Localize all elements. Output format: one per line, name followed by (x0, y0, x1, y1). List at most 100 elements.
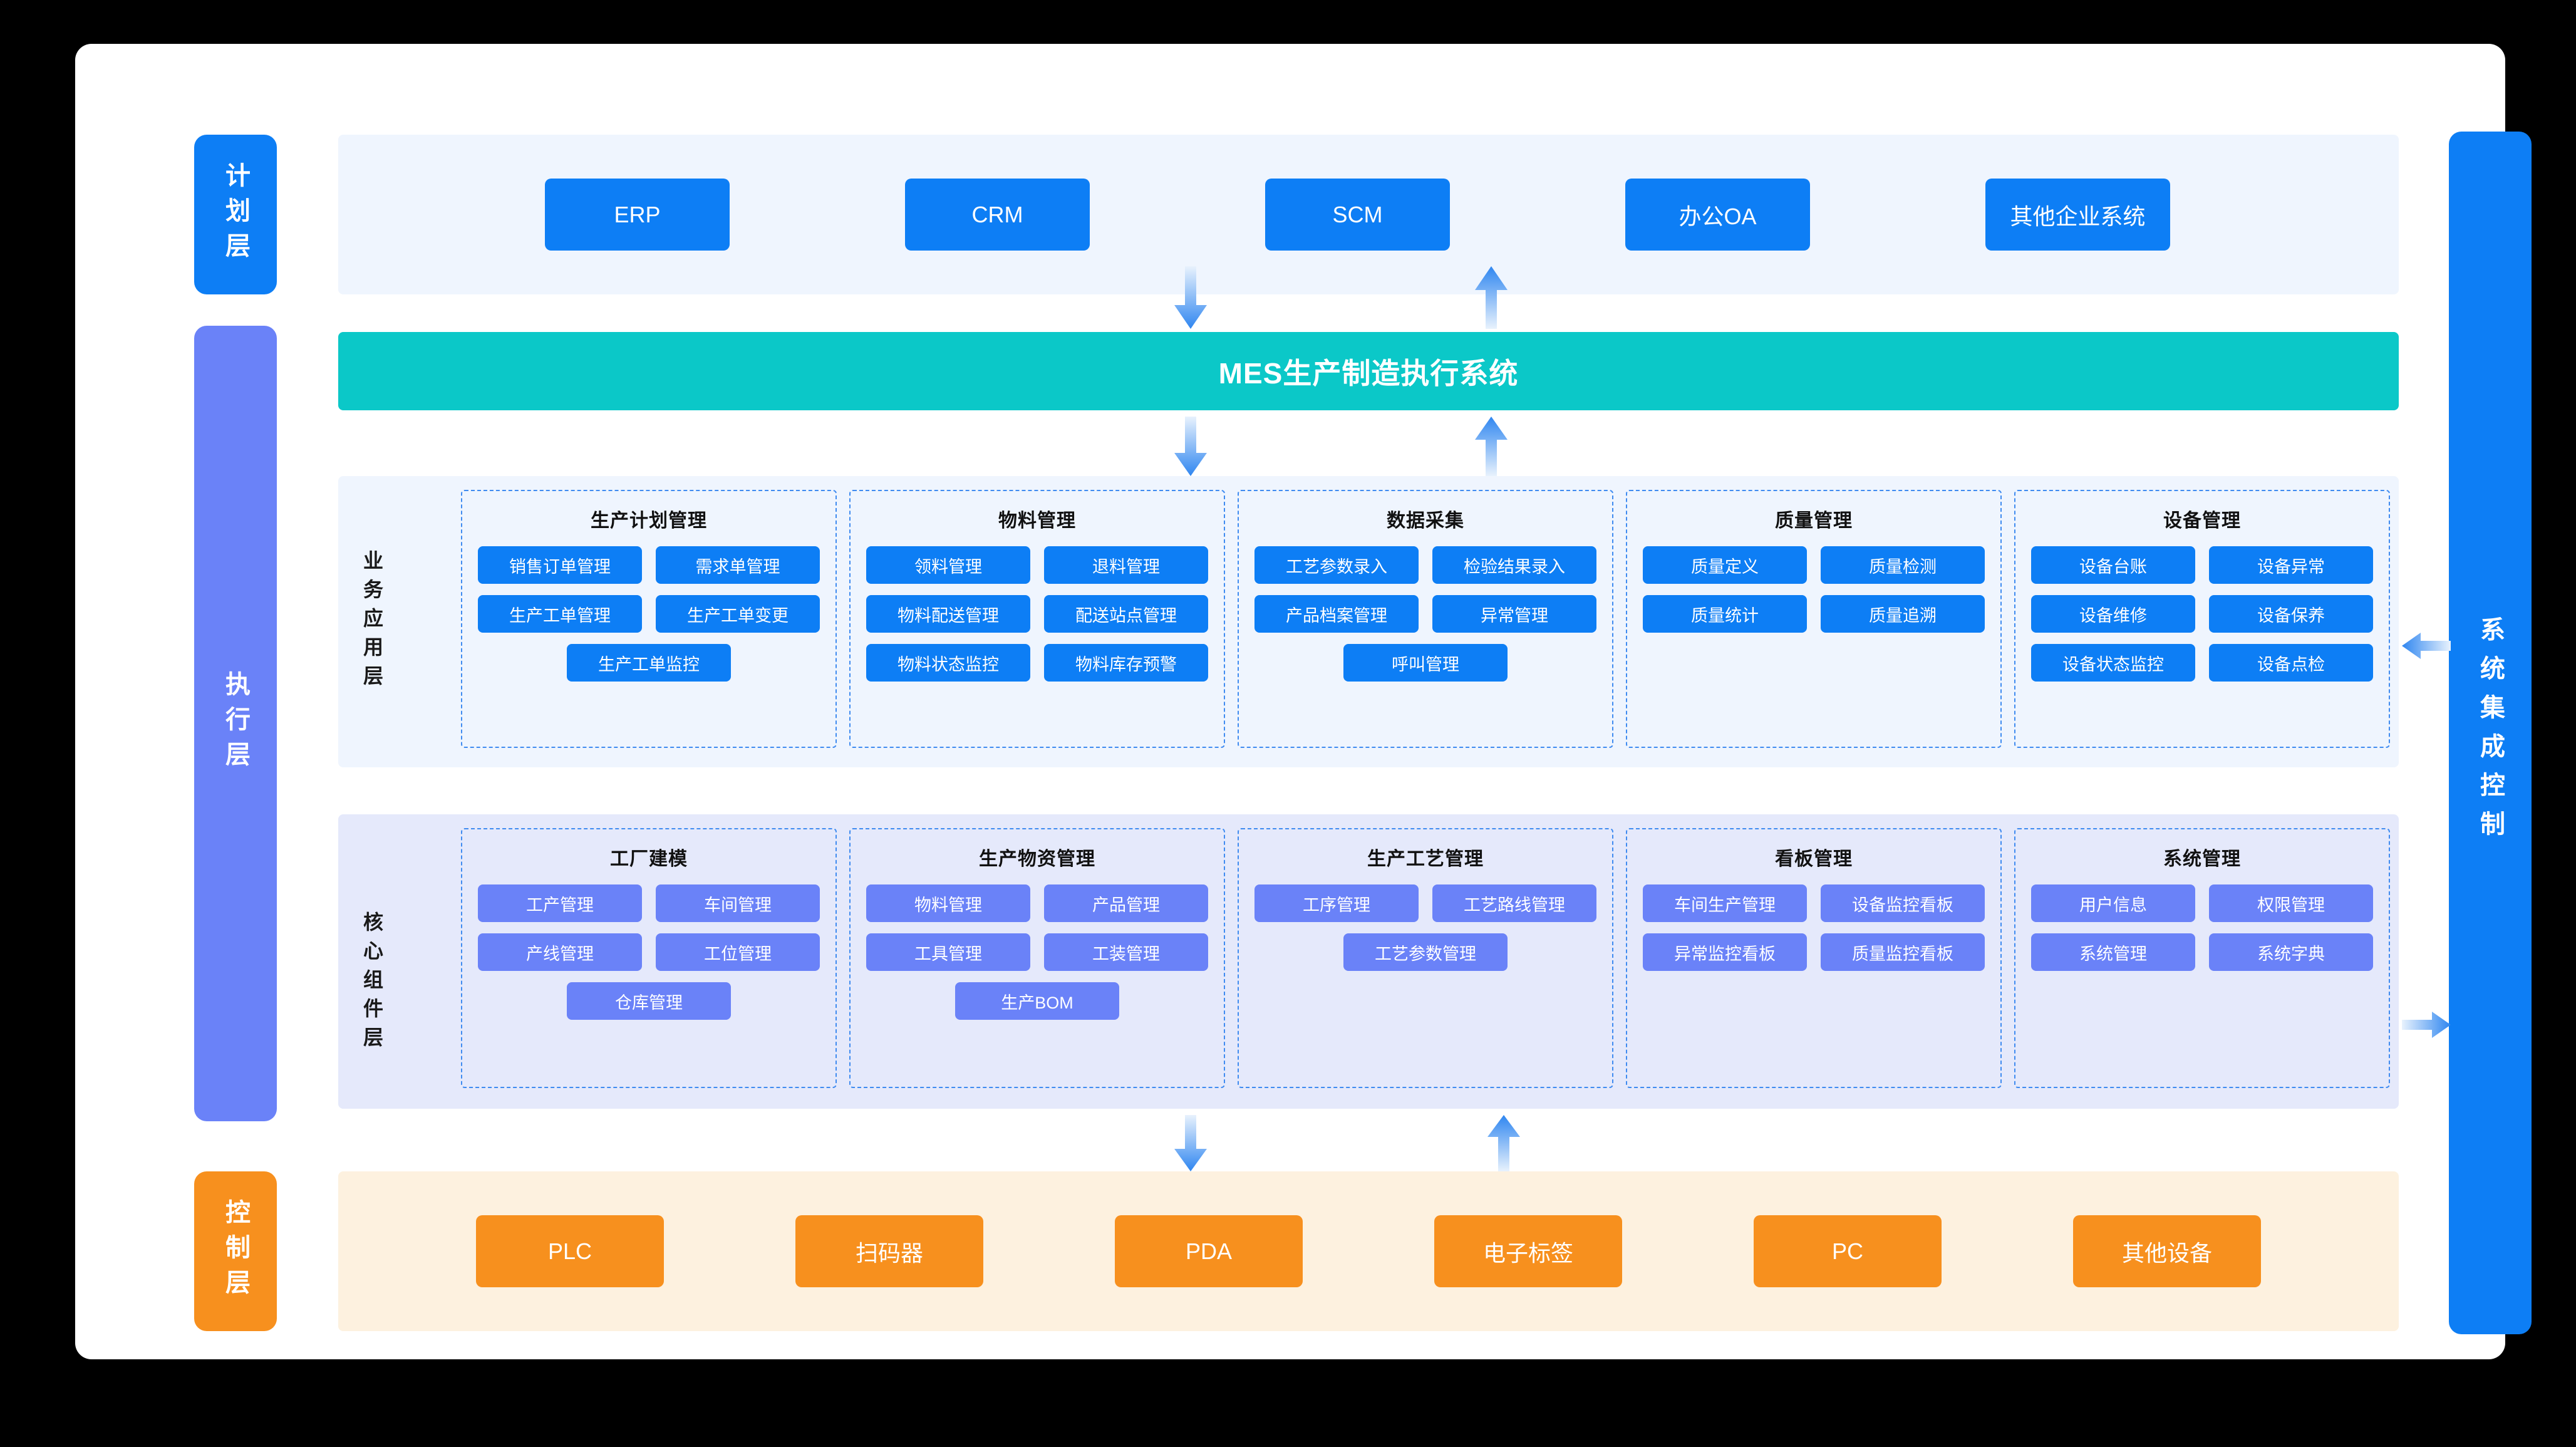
chip-material-return[interactable]: 退料管理 (1044, 546, 1208, 584)
group-factory-modeling: 工厂建模 工产管理 车间管理 产线管理 工位管理 仓库管理 (461, 828, 837, 1088)
chip-workstation-management[interactable]: 工位管理 (656, 933, 820, 971)
arrow-up-business-to-mes (1475, 417, 1508, 476)
group-title: 看板管理 (1775, 849, 1853, 869)
chip-tooling-management[interactable]: 工装管理 (1044, 933, 1208, 971)
system-button-erp[interactable]: ERP (545, 179, 730, 251)
core-layer-side-label: 核心组件层 (361, 911, 383, 1055)
group-kanban-management: 看板管理 车间生产管理 设备监控看板 异常监控看板 质量监控看板 (1626, 828, 2002, 1088)
chip-quality-statistics[interactable]: 质量统计 (1643, 595, 1807, 633)
chip-list: 质量定义 质量检测 质量统计 质量追溯 (1627, 546, 2000, 633)
chip-material-management[interactable]: 物料管理 (866, 884, 1030, 922)
arrow-right-core-to-integration (2402, 1012, 2451, 1041)
chip-warehouse-management[interactable]: 仓库管理 (567, 982, 731, 1020)
chip-material-delivery-management[interactable]: 物料配送管理 (866, 595, 1030, 633)
chip-material-requisition[interactable]: 领料管理 (866, 546, 1030, 584)
chip-operation-management[interactable]: 工序管理 (1254, 884, 1419, 922)
plan-layer-panel: ERP CRM SCM 办公OA 其他企业系统 (338, 135, 2399, 294)
device-button-scanner[interactable]: 扫码器 (795, 1215, 983, 1287)
system-button-office-oa[interactable]: 办公OA (1625, 179, 1810, 251)
chip-inspection-result-entry[interactable]: 检验结果录入 (1432, 546, 1596, 584)
chip-quality-inspection[interactable]: 质量检测 (1821, 546, 1985, 584)
device-button-pc[interactable]: PC (1754, 1215, 1942, 1287)
chip-process-parameter-entry[interactable]: 工艺参数录入 (1254, 546, 1419, 584)
chip-workshop-management[interactable]: 车间管理 (656, 884, 820, 922)
arrow-up-mes-to-plan (1475, 266, 1508, 329)
device-button-electronic-label[interactable]: 电子标签 (1434, 1215, 1622, 1287)
chip-equipment-maintenance[interactable]: 设备保养 (2209, 595, 2373, 633)
group-production-process-management: 生产工艺管理 工序管理 工艺路线管理 工艺参数管理 (1238, 828, 1613, 1088)
system-button-crm[interactable]: CRM (905, 179, 1090, 251)
chip-work-order-management[interactable]: 生产工单管理 (478, 595, 642, 633)
chip-system-management[interactable]: 系统管理 (2031, 933, 2195, 971)
group-data-acquisition: 数据采集 工艺参数录入 检验结果录入 产品档案管理 异常管理 呼叫管理 (1238, 490, 1613, 748)
device-button-pda[interactable]: PDA (1115, 1215, 1303, 1287)
chip-product-management[interactable]: 产品管理 (1044, 884, 1208, 922)
group-title: 生产计划管理 (591, 511, 707, 531)
arrow-down-core-to-control (1174, 1115, 1207, 1171)
plan-systems-row: ERP CRM SCM 办公OA 其他企业系统 (338, 135, 2399, 294)
group-title: 生产工艺管理 (1367, 849, 1484, 869)
chip-list: 工序管理 工艺路线管理 工艺参数管理 (1239, 884, 1612, 971)
group-title: 设备管理 (2163, 511, 2241, 531)
control-layer-panel: PLC 扫码器 PDA 电子标签 PC 其他设备 (338, 1171, 2399, 1331)
layer-pill-system-integration: 系统集成控制 (2449, 132, 2532, 1334)
business-application-layer-panel: 业务应用层 生产计划管理 销售订单管理 需求单管理 生产工单管理 生产工单变更 … (338, 476, 2399, 767)
chip-call-management[interactable]: 呼叫管理 (1343, 644, 1508, 682)
arrow-left-integration-to-business (2402, 633, 2451, 662)
group-title: 生产物资管理 (979, 849, 1095, 869)
chip-tool-management[interactable]: 工具管理 (866, 933, 1030, 971)
chip-production-management[interactable]: 工产管理 (478, 884, 642, 922)
chip-quality-monitoring-kanban[interactable]: 质量监控看板 (1821, 933, 1985, 971)
chip-list: 设备台账 设备异常 设备维修 设备保养 设备状态监控 设备点检 (2015, 546, 2389, 682)
chip-user-information[interactable]: 用户信息 (2031, 884, 2195, 922)
chip-exception-monitoring-kanban[interactable]: 异常监控看板 (1643, 933, 1807, 971)
chip-workshop-production-management[interactable]: 车间生产管理 (1643, 884, 1807, 922)
arrow-down-mes-to-business (1174, 417, 1207, 476)
layer-pill-plan: 计划层 (194, 135, 277, 294)
system-button-other-enterprise[interactable]: 其他企业系统 (1985, 179, 2170, 251)
device-button-other-equipment[interactable]: 其他设备 (2073, 1215, 2261, 1287)
chip-demand-order-management[interactable]: 需求单管理 (656, 546, 820, 584)
device-button-plc[interactable]: PLC (476, 1215, 664, 1287)
chip-work-order-monitoring[interactable]: 生产工单监控 (567, 644, 731, 682)
group-title: 质量管理 (1775, 511, 1853, 531)
chip-permission-management[interactable]: 权限管理 (2209, 884, 2373, 922)
chip-production-bom[interactable]: 生产BOM (955, 982, 1119, 1020)
chip-equipment-status-monitoring[interactable]: 设备状态监控 (2031, 644, 2195, 682)
business-layer-side-label: 业务应用层 (361, 550, 383, 694)
chip-work-order-change[interactable]: 生产工单变更 (656, 595, 820, 633)
chip-process-parameter-management[interactable]: 工艺参数管理 (1343, 933, 1508, 971)
chip-material-status-monitoring[interactable]: 物料状态监控 (866, 644, 1030, 682)
mes-system-bar: MES生产制造执行系统 (338, 332, 2399, 410)
group-title: 系统管理 (2163, 849, 2241, 869)
chip-material-inventory-alert[interactable]: 物料库存预警 (1044, 644, 1208, 682)
chip-list: 工艺参数录入 检验结果录入 产品档案管理 异常管理 呼叫管理 (1239, 546, 1612, 682)
chip-product-archive-management[interactable]: 产品档案管理 (1254, 595, 1419, 633)
chip-list: 领料管理 退料管理 物料配送管理 配送站点管理 物料状态监控 物料库存预警 (851, 546, 1224, 682)
system-button-scm[interactable]: SCM (1265, 179, 1450, 251)
core-component-layer-panel: 核心组件层 工厂建模 工产管理 车间管理 产线管理 工位管理 仓库管理 生产物资… (338, 814, 2399, 1109)
chip-list: 工产管理 车间管理 产线管理 工位管理 仓库管理 (462, 884, 835, 1020)
mes-title: MES生产制造执行系统 (1218, 356, 1519, 390)
chip-delivery-station-management[interactable]: 配送站点管理 (1044, 595, 1208, 633)
chip-exception-management[interactable]: 异常管理 (1432, 595, 1596, 633)
chip-equipment-inspection[interactable]: 设备点检 (2209, 644, 2373, 682)
group-title: 物料管理 (998, 511, 1076, 531)
chip-sales-order-management[interactable]: 销售订单管理 (478, 546, 642, 584)
chip-quality-definition[interactable]: 质量定义 (1643, 546, 1807, 584)
chip-list: 物料管理 产品管理 工具管理 工装管理 生产BOM (851, 884, 1224, 1020)
group-title: 数据采集 (1387, 511, 1464, 531)
chip-process-route-management[interactable]: 工艺路线管理 (1432, 884, 1596, 922)
chip-equipment-exception[interactable]: 设备异常 (2209, 546, 2373, 584)
chip-quality-traceability[interactable]: 质量追溯 (1821, 595, 1985, 633)
layer-pill-execution: 执行层 (194, 326, 277, 1121)
chip-system-dictionary[interactable]: 系统字典 (2209, 933, 2373, 971)
layer-pill-control: 控制层 (194, 1171, 277, 1331)
chip-equipment-monitoring-kanban[interactable]: 设备监控看板 (1821, 884, 1985, 922)
chip-equipment-ledger[interactable]: 设备台账 (2031, 546, 2195, 584)
group-quality-management: 质量管理 质量定义 质量检测 质量统计 质量追溯 (1626, 490, 2002, 748)
chip-production-line-management[interactable]: 产线管理 (478, 933, 642, 971)
chip-equipment-repair[interactable]: 设备维修 (2031, 595, 2195, 633)
arrow-down-plan-to-mes (1174, 266, 1207, 329)
chip-list: 销售订单管理 需求单管理 生产工单管理 生产工单变更 生产工单监控 (462, 546, 835, 682)
